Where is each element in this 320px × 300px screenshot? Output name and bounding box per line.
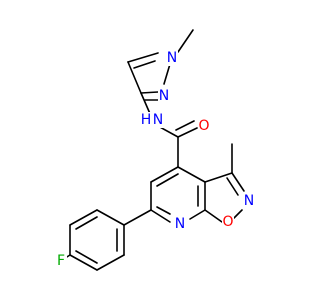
bond-carbonyl-o	[177, 127, 198, 138]
bond-methyl-n1	[177, 29, 194, 53]
fluorophenyl-ring	[61, 209, 152, 271]
bond-ph1-ph2	[96, 209, 125, 226]
bond-carbonyl-o-double	[175, 120, 195, 131]
bond-n1-n2	[163, 63, 171, 85]
atom-o-carbonyl: O	[198, 118, 209, 134]
bond-c6-n7-double	[156, 206, 171, 215]
atom-n-isoxazole-background	[243, 193, 255, 209]
bond-c6-phenyl	[123, 209, 152, 226]
atom-n-methyl-background	[166, 50, 178, 66]
bond-c5-c4-double	[156, 173, 179, 187]
atom-n-pyrazole-2-background	[158, 88, 170, 104]
atom-f-fluoro: F	[57, 253, 65, 269]
bond-c4-c5	[127, 52, 159, 63]
amide-group	[140, 92, 198, 168]
isoxazole-ring	[204, 143, 245, 223]
bond-ph4-ph5-double	[75, 250, 98, 264]
bond-ph4-ph5	[69, 254, 98, 271]
atom-n-isoxazole: N	[244, 193, 254, 209]
atom-n-pyridine: N	[175, 216, 185, 232]
bond-ph2-ph3	[69, 209, 98, 226]
atom-o-carbonyl-background	[198, 118, 210, 134]
atom-n-pyridine-background	[174, 216, 186, 232]
bond-n7-c6	[150, 209, 171, 223]
atom-h-amide-background	[140, 112, 152, 128]
atom-n-methyl: N	[167, 50, 177, 66]
atom-o-isoxazole: O	[222, 214, 233, 230]
atom-o-isoxazole-background	[222, 214, 234, 230]
bond-c3-n2iso-double	[226, 177, 239, 196]
atom-n-amide-background	[152, 112, 164, 128]
pyridine-ring	[150, 166, 206, 223]
bond-o1-c7a	[204, 209, 223, 223]
bond-c3-c4	[127, 61, 142, 94]
pyrazole-ring	[127, 29, 194, 101]
bond-c4-c3a	[177, 166, 206, 183]
bond-c3-n2iso	[231, 172, 245, 192]
bond-n2-c3	[140, 91, 159, 94]
bond-ph5-ph6	[96, 254, 125, 271]
molecule-structure-diagram: N N N H O N O N F	[55, 29, 255, 271]
atom-n-pyrazole-2: N	[159, 88, 169, 104]
bond-n2iso-o1	[233, 209, 243, 219]
bond-c3a-c3	[204, 172, 233, 183]
atom-f-fluoro-background	[55, 253, 67, 269]
bond-c4-c5-double	[133, 60, 156, 69]
atom-h-amide: H	[141, 112, 152, 128]
bond-c7a-n7	[189, 209, 206, 220]
atom-n-amide: N	[153, 112, 163, 128]
atom-labels: N N N H O N O N F	[55, 50, 255, 269]
bond-ph2-ph3-double	[75, 216, 98, 230]
bond-c5-c4	[150, 166, 179, 183]
